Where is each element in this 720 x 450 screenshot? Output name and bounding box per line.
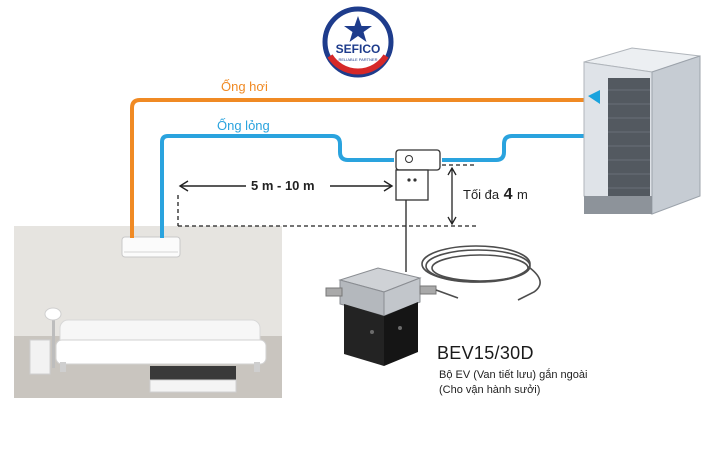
logo-text: SEFICO <box>336 42 381 56</box>
liquid-pipe <box>160 134 598 238</box>
daikin-logo <box>588 90 600 104</box>
liquid-pipe-label: Ống lỏng <box>217 118 270 133</box>
distance-arrow <box>178 180 394 192</box>
product-description-line1: Bộ EV (Van tiết lưu) gắn ngoài <box>439 369 588 381</box>
coiled-cable <box>421 245 541 301</box>
height-unit: m <box>516 187 528 202</box>
gas-pipe-label: Ống hơi <box>221 79 268 94</box>
sefico-logo: SEFICO RELIABLE PARTNER <box>322 6 394 78</box>
product-description-line2: (Cho vận hành sưởi) <box>439 384 541 396</box>
logo-tagline: RELIABLE PARTNER <box>339 57 378 62</box>
reference-lines <box>177 164 476 227</box>
ev-valve-unit <box>325 267 437 366</box>
gas-pipe <box>130 98 598 238</box>
height-label: Tối đa 4 m <box>463 186 528 204</box>
height-arrow <box>447 166 457 226</box>
height-value: 4 <box>503 186 513 203</box>
outdoor-unit <box>583 47 701 215</box>
height-prefix: Tối đa <box>463 187 500 202</box>
distance-label: 5 m - 10 m <box>251 178 315 193</box>
star-icon <box>344 16 372 42</box>
indoor-unit <box>121 236 181 258</box>
product-model: BEV15/30D <box>437 343 534 363</box>
ev-kit-box <box>395 149 441 201</box>
